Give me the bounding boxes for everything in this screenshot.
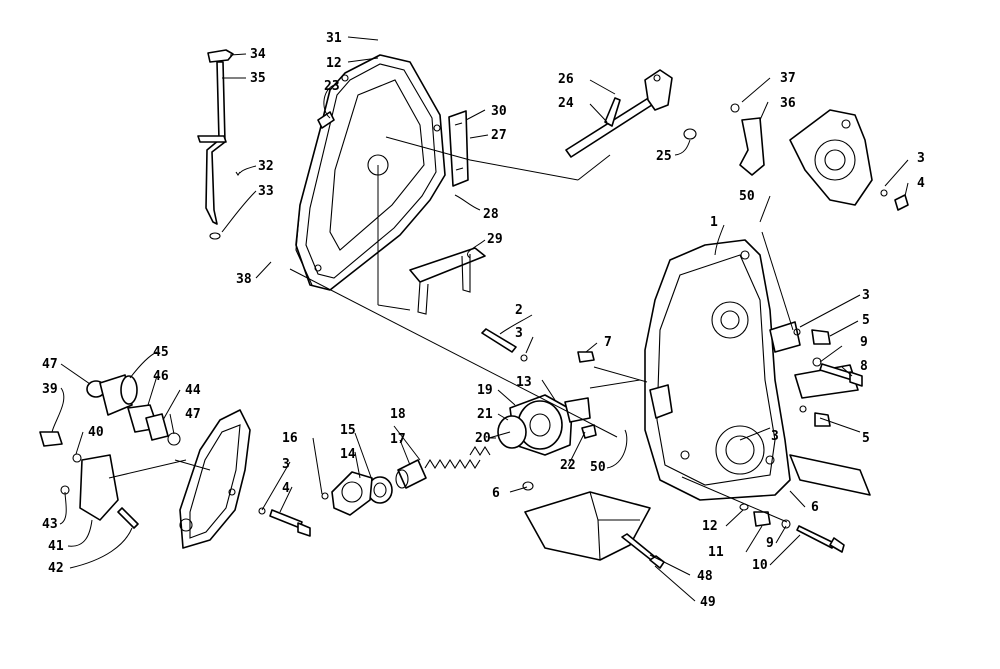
callout-43: 43 (42, 517, 58, 532)
callout-27: 27 (491, 128, 507, 143)
callout-34: 34 (250, 47, 266, 62)
callout-32: 32 (258, 159, 274, 174)
callout-3: 3 (515, 326, 523, 341)
callout-47: 47 (42, 357, 58, 372)
callout-23: 23 (324, 79, 340, 94)
drive-end-cover (179, 409, 251, 549)
tensioner-plunger (395, 459, 427, 489)
callout-49: 49 (700, 595, 716, 610)
callout-21: 21 (477, 407, 493, 422)
callout-19: 19 (477, 383, 493, 398)
callout-50: 50 (590, 460, 606, 475)
oil-level-guard (522, 481, 651, 561)
long-bolt (621, 533, 665, 569)
callout-13: 13 (516, 375, 532, 390)
tensioner-spring (424, 445, 491, 470)
callout-36: 36 (780, 96, 796, 111)
callout-22: 22 (560, 458, 576, 473)
callout-numbers: 1 2 3 3 3 3 3 4 4 5 5 6 6 7 8 9 9 10 11 … (42, 31, 925, 610)
callout-29: 29 (487, 232, 503, 247)
callout-12: 12 (702, 519, 718, 534)
callout-35: 35 (250, 71, 266, 86)
callout-42: 42 (48, 561, 64, 576)
stud-2 (481, 328, 528, 362)
callout-33: 33 (258, 184, 274, 199)
support-bracket (448, 110, 469, 187)
bolt-5-upper (793, 328, 831, 427)
callout-31: 31 (326, 31, 342, 46)
callout-40: 40 (88, 425, 104, 440)
callout-16: 16 (282, 431, 298, 446)
callout-26: 26 (558, 72, 574, 87)
shift-lever-assembly (197, 49, 241, 240)
callout-8: 8 (860, 359, 868, 374)
callout-20: 20 (475, 431, 491, 446)
callout-45: 45 (153, 345, 169, 360)
shift-fork-housing (730, 103, 909, 211)
callout-17: 17 (390, 432, 406, 447)
bolt-7 (577, 351, 595, 363)
callout-14: 14 (340, 447, 356, 462)
bolt-4-lower (258, 507, 311, 537)
callout-3: 3 (771, 429, 779, 444)
callout-6: 6 (811, 500, 819, 515)
chaincase-cover (295, 54, 446, 291)
bolt-8 (812, 357, 863, 387)
callout-4: 4 (917, 176, 925, 191)
callout-6: 6 (492, 486, 500, 501)
tensioner-cap (321, 471, 373, 516)
callout-4: 4 (282, 481, 290, 496)
callout-30: 30 (491, 104, 507, 119)
callout-9: 9 (860, 335, 868, 350)
callout-3: 3 (862, 288, 870, 303)
callout-25: 25 (656, 149, 672, 164)
callout-9: 9 (766, 536, 774, 551)
callout-18: 18 (390, 407, 406, 422)
callout-41: 41 (48, 539, 64, 554)
callout-3: 3 (917, 151, 925, 166)
callout-11: 11 (708, 545, 724, 560)
callout-38: 38 (236, 272, 252, 287)
callout-3: 3 (282, 457, 290, 472)
tensioner-assembly (488, 394, 597, 456)
callout-10: 10 (752, 558, 768, 573)
assembly-guide-lines (108, 136, 794, 523)
callout-39: 39 (42, 382, 58, 397)
callout-2: 2 (515, 303, 523, 318)
callout-15: 15 (340, 423, 356, 438)
bolt-10 (739, 503, 845, 553)
callout-46: 46 (153, 369, 169, 384)
callout-5: 5 (862, 431, 870, 446)
callout-leaders (51, 36, 909, 602)
callout-7: 7 (604, 335, 612, 350)
shift-shaft (565, 69, 697, 158)
callout-50: 50 (739, 189, 755, 204)
tension-bracket (409, 247, 486, 315)
callout-12: 12 (326, 56, 342, 71)
callout-24: 24 (558, 96, 574, 111)
callout-48: 48 (697, 569, 713, 584)
callout-28: 28 (483, 207, 499, 222)
callout-5: 5 (862, 313, 870, 328)
shaft-bearing-set (39, 374, 181, 529)
callout-37: 37 (780, 71, 796, 86)
callout-44: 44 (185, 383, 201, 398)
callout-1: 1 (710, 215, 718, 230)
callout-47: 47 (185, 407, 201, 422)
